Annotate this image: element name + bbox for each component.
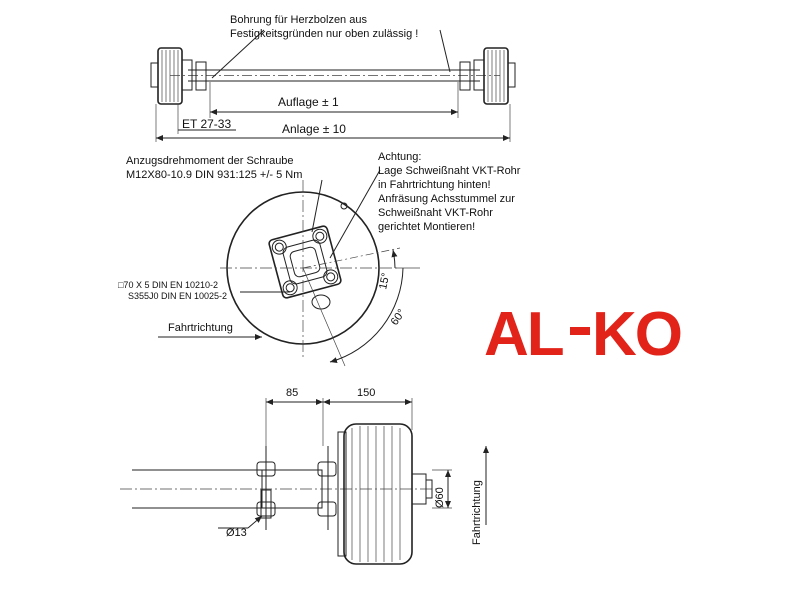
- angle-15-label: 15°: [377, 272, 392, 291]
- direction-label-side: Fahrtrichtung: [471, 480, 483, 545]
- alko-logo: AL KO: [484, 300, 683, 369]
- side-view: 85 150 Ø13 Ø60 Fahrtrichtung: [120, 387, 489, 565]
- top-view: Bohrung für Herzbolzen aus Festigkeitsgr…: [150, 14, 516, 142]
- dim-et: ET 27-33: [182, 117, 231, 131]
- dim-auflage: Auflage ± 1: [278, 95, 339, 109]
- warning-line6: gerichtet Montieren!: [378, 221, 475, 233]
- warning-line5: Schweißnaht VKT-Rohr: [378, 207, 493, 219]
- dim-60: Ø60: [434, 487, 446, 508]
- warning-line3: in Fahrtrichtung hinten!: [378, 179, 491, 191]
- flange-view: Anzugsdrehmoment der Schraube M12X80-10.…: [118, 151, 521, 367]
- angle-60-label: 60°: [389, 307, 408, 328]
- dim-13: Ø13: [226, 527, 247, 539]
- warning-line4: Anfräsung Achsstummel zur: [378, 193, 515, 205]
- hole-note-line2: Festigkeitsgründen nur oben zulässig !: [230, 28, 418, 40]
- torque-line1: Anzugsdrehmoment der Schraube: [126, 155, 294, 167]
- logo-text-ko: KO: [592, 300, 681, 369]
- brake-drum: [337, 423, 433, 565]
- left-hub: [150, 47, 207, 105]
- tube-spec-line2: S355J0 DIN EN 10025-2: [128, 291, 227, 301]
- dim-85: 85: [286, 387, 298, 399]
- hole-note-line1: Bohrung für Herzbolzen aus: [230, 14, 367, 26]
- right-hub: [459, 47, 516, 105]
- warning-line2: Lage Schweißnaht VKT-Rohr: [378, 165, 521, 177]
- warning-line1: Achtung:: [378, 151, 421, 163]
- direction-label-flange: Fahrtrichtung: [168, 322, 233, 334]
- logo-text-al: AL: [484, 300, 563, 369]
- logo-dash: [570, 327, 590, 335]
- tube-spec-line1: □70 X 5 DIN EN 10210-2: [118, 280, 218, 290]
- torque-line2: M12X80-10.9 DIN 931:125 +/- 5 Nm: [126, 169, 302, 181]
- dim-anlage: Anlage ± 10: [282, 122, 346, 136]
- dim-150: 150: [357, 387, 375, 399]
